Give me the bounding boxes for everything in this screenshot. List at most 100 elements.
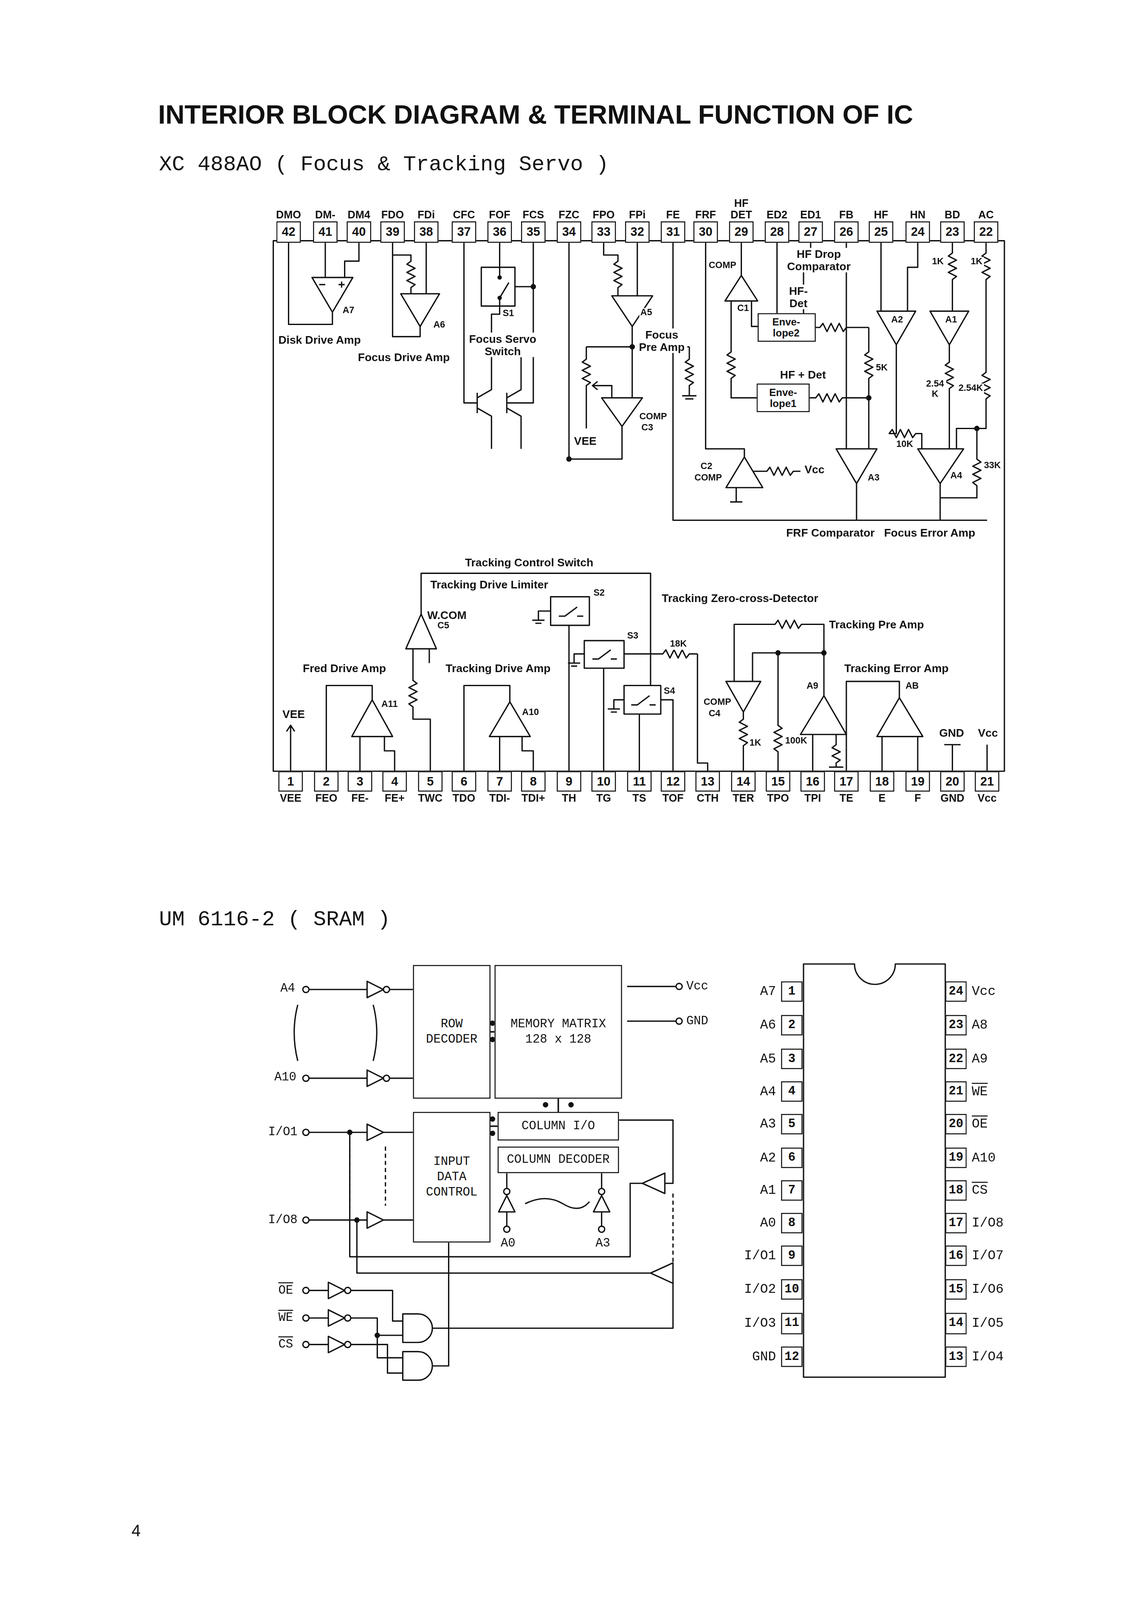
label: A11 [380,699,399,710]
block-text: MEMORY MATRIX 128 x 128 [495,1016,621,1047]
pin-box: 31FE [660,220,686,243]
pin-box: 12GND [780,1345,803,1367]
sram-buffers [490,1116,495,1121]
focus-drive-amp [392,240,426,337]
label: A7 [341,305,356,316]
block-box: COLUMN DECODER [497,1146,620,1173]
pin-number: 13 [948,1349,964,1364]
pin-name: ED2 [758,209,796,221]
pin-name: I/O8 [971,1215,1004,1231]
pin-number: 11 [632,773,646,789]
focus-pre-amp [582,240,638,429]
control-gates [302,1286,309,1293]
control-gates [302,1314,309,1321]
pin-number: 30 [698,224,713,239]
pin-number: 10 [784,1281,800,1297]
tracking-control-switch [421,572,651,686]
pin-name: CTH [689,792,726,804]
label: Focus Pre Amp [636,328,688,353]
control-gates [302,1340,309,1347]
block-text: Enve- lope1 [757,386,809,409]
pin-number: 5 [426,773,434,789]
label: S2 [592,588,606,599]
pin-box: 27ED1 [798,220,824,243]
pin-box: 24HN [905,220,931,243]
block-text: COLUMN DECODER [504,1151,612,1168]
pin-name: I/O7 [971,1247,1004,1264]
pin-box: 10TG [591,770,617,792]
pin-number: 24 [910,224,925,239]
pin-box: 15TPO [765,770,791,792]
disk-drive-amp [288,240,360,325]
tracking-control-switch [623,685,661,714]
pin-name: FDi [407,209,445,221]
sram-buffers [389,1076,416,1079]
sram-buffers [598,1225,605,1232]
pin-box: 34FZC [556,220,582,243]
block-box: ROW DECODER [412,964,491,1099]
pin-box: 39FDO [380,220,406,243]
block-box: Enve- lope2 [757,312,816,342]
pin-number: 24 [948,983,964,999]
pin-name: F [899,792,937,804]
connector [490,1124,498,1127]
label: C3 [640,422,655,434]
pin-name: I/O2 [744,1281,776,1297]
focus-error-line [670,240,987,521]
sram-buffers [490,1130,495,1136]
pin-number: 6 [788,1150,796,1165]
label: 10K [895,439,914,450]
tracking-control-switch [532,606,584,773]
pin-box: 42DMO [276,220,302,243]
pin-number: 27 [803,224,818,239]
sram-buffers [302,1216,309,1223]
pin-number: 12 [784,1349,800,1364]
focus-pre-amp [630,344,635,350]
control-gates [309,1343,329,1345]
pin-box: 7A1 [780,1179,803,1201]
control-gates [402,1313,433,1342]
tracking-pre-amp [800,695,847,735]
label: GND [938,726,966,739]
pin-number: 39 [385,224,400,239]
sram-buffers [309,988,368,990]
sram-buffers [302,1074,309,1081]
ic-outline [273,240,1005,772]
label: S1 [501,309,515,320]
drive-amps [489,701,531,737]
label: Tracking Control Switch [463,555,595,569]
pin-number: 38 [419,224,434,239]
control-gates [344,1286,351,1293]
pin-name: Vcc [971,983,996,999]
label: Fred Drive Amp [301,661,388,674]
pin-box: 37CFC [451,220,477,243]
pin-box: 22AC [973,220,999,243]
pin-name: GND [933,792,971,804]
pin-name: BD [933,209,971,221]
block-box: Enve- lope1 [756,383,810,412]
pin-name: E [863,792,901,804]
sram-buffers [383,1131,417,1133]
focus-error-amp [881,240,991,449]
pin-number: 18 [875,773,889,789]
pin-number: 21 [948,1083,964,1099]
label: S3 [625,631,640,642]
block-text: Enve- lope2 [758,315,815,339]
label: I/O1 [267,1124,299,1139]
label: GND [685,1013,710,1029]
pin-number: 11 [784,1315,800,1330]
label: Tracking Drive Amp [444,661,552,674]
pin-number: 9 [565,773,573,789]
tracking-pre-amp [734,620,824,773]
pin-number: 14 [736,773,750,789]
envelope-wires [866,395,872,401]
pin-name: I/O3 [744,1314,776,1331]
label: Focus Servo Switch [467,332,539,358]
pin-box: 41DM- [312,220,338,243]
control-gates [402,1350,433,1380]
pin-name: DM4 [340,209,378,221]
pin-name: FCS [515,209,552,221]
pin-number: 28 [770,224,784,239]
pin-name: FPO [585,209,622,221]
sram-buffers [366,1211,384,1228]
